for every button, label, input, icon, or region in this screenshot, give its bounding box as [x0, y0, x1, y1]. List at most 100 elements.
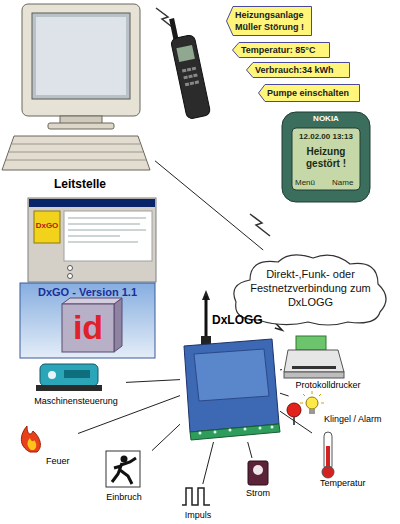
message-tag: Verbrauch:34 kWh	[246, 62, 350, 78]
tag-outline	[227, 7, 312, 36]
machine-icon	[48, 371, 56, 379]
node-text: Einbruch	[96, 492, 152, 503]
dxlogg-device	[229, 429, 232, 432]
burglar-icon	[121, 456, 128, 463]
mobile-handset	[166, 15, 211, 120]
connector-line	[280, 393, 289, 396]
peripheral-node: Temperatur	[312, 428, 388, 490]
software-window	[68, 218, 146, 242]
node-text: Pumpe einschalten	[267, 87, 349, 99]
meter-icon	[248, 461, 268, 485]
computer-monitor	[36, 17, 126, 95]
node-text: Maschinensteuerung	[26, 396, 126, 407]
node-text: Feuer	[46, 456, 70, 467]
node-text: Name	[332, 178, 353, 188]
node-text: Heizungsanlage Müller Störung !	[235, 9, 311, 33]
software-splash	[62, 298, 122, 304]
burglar-icon	[106, 451, 140, 487]
mobile-handset	[192, 67, 197, 71]
bell-icon	[287, 403, 301, 425]
phone-display: NOKIA12.02.00 13:13Heizung gestört !Menü…	[282, 112, 370, 202]
software-window	[28, 198, 156, 282]
peripheral-node: Protokolldrucker	[282, 332, 374, 394]
mobile-handset	[182, 69, 187, 73]
peripheral-node: Maschinensteuerung	[26, 360, 126, 410]
logo-text: id	[62, 304, 114, 350]
mobile-handset	[187, 68, 192, 72]
thermometer-icon	[326, 446, 330, 468]
node-text: NOKIA	[282, 114, 370, 124]
peripheral-node: Feuer	[16, 422, 78, 468]
peripheral-node: Strom	[238, 458, 278, 502]
dxlogg-device	[190, 424, 280, 440]
connector-line	[280, 411, 312, 433]
mobile-handset	[190, 81, 195, 85]
burglar-icon	[106, 451, 140, 487]
fire-icon	[21, 426, 40, 452]
thermometer-icon	[322, 432, 334, 478]
connector-line	[155, 161, 263, 250]
mobile-handset	[188, 75, 193, 79]
lamp-icon	[300, 391, 324, 403]
computer-monitor	[22, 4, 140, 116]
mobile-handset	[195, 80, 200, 84]
message-tag: Temperatur: 85°C	[232, 42, 330, 58]
node-text: 12.02.00 13:13	[292, 132, 360, 142]
impulse-icon	[182, 488, 210, 505]
lamp-icon	[309, 409, 315, 414]
peripheral-node: Klingel / Alarm	[284, 396, 392, 428]
tag-outline	[247, 63, 350, 78]
radio-bolt	[250, 214, 270, 236]
software-window	[29, 199, 155, 207]
tag-outline	[259, 85, 360, 102]
dxlogg-device	[259, 427, 262, 430]
nokia-phone	[282, 112, 370, 202]
dxlogg-device	[271, 426, 274, 429]
nokia-phone	[282, 112, 370, 202]
software-splash	[20, 283, 155, 358]
software-splash	[20, 283, 155, 358]
peripheral-node: Impuls	[176, 484, 220, 522]
mobile-handset	[176, 45, 195, 62]
node-text: Verbrauch:34 kWh	[255, 64, 334, 76]
printer-icon	[284, 372, 344, 378]
mobile-handset	[183, 76, 188, 80]
software-window	[68, 266, 73, 271]
software-window	[34, 211, 60, 243]
machine-icon	[40, 364, 98, 386]
node-text: Temperatur	[320, 478, 366, 489]
computer-monitor	[22, 4, 140, 129]
node-text: Leitstelle	[5, 177, 155, 191]
impulse-icon	[182, 488, 210, 505]
node-text: Menü	[295, 178, 315, 188]
message-tag: Heizungsanlage Müller Störung !	[226, 6, 312, 36]
logger-device: DxLOGG	[180, 312, 280, 442]
connector-line	[203, 442, 214, 484]
peripheral-node: Einbruch	[96, 448, 152, 506]
computer-keyboard	[2, 136, 150, 170]
software-splash	[62, 304, 114, 352]
dxlogg-device	[214, 431, 217, 434]
printer-icon	[284, 336, 344, 378]
computer-monitor	[32, 13, 130, 99]
printer-icon	[284, 350, 344, 372]
node-text: Strom	[238, 488, 278, 499]
node-text: DxGO - Version 1.1	[20, 286, 155, 299]
printer-icon	[296, 336, 326, 350]
lamp-icon	[300, 391, 324, 414]
printer-icon	[292, 366, 336, 369]
node-text: Direkt-,Funk- oder Festnetzverbindung zu…	[250, 267, 371, 309]
meter-icon	[248, 461, 268, 485]
logo-text: DxGO	[34, 221, 60, 231]
connector-line	[280, 369, 282, 370]
computer-keyboard	[2, 136, 150, 170]
node-text: Klingel / Alarm	[324, 414, 382, 425]
machine-icon	[36, 385, 102, 391]
dxlogg-device	[199, 432, 202, 435]
connector-line	[152, 424, 180, 450]
meter-icon	[253, 465, 263, 475]
bell-icon	[293, 417, 295, 425]
burglar-icon	[112, 458, 136, 484]
dxlogg-device	[194, 349, 269, 401]
